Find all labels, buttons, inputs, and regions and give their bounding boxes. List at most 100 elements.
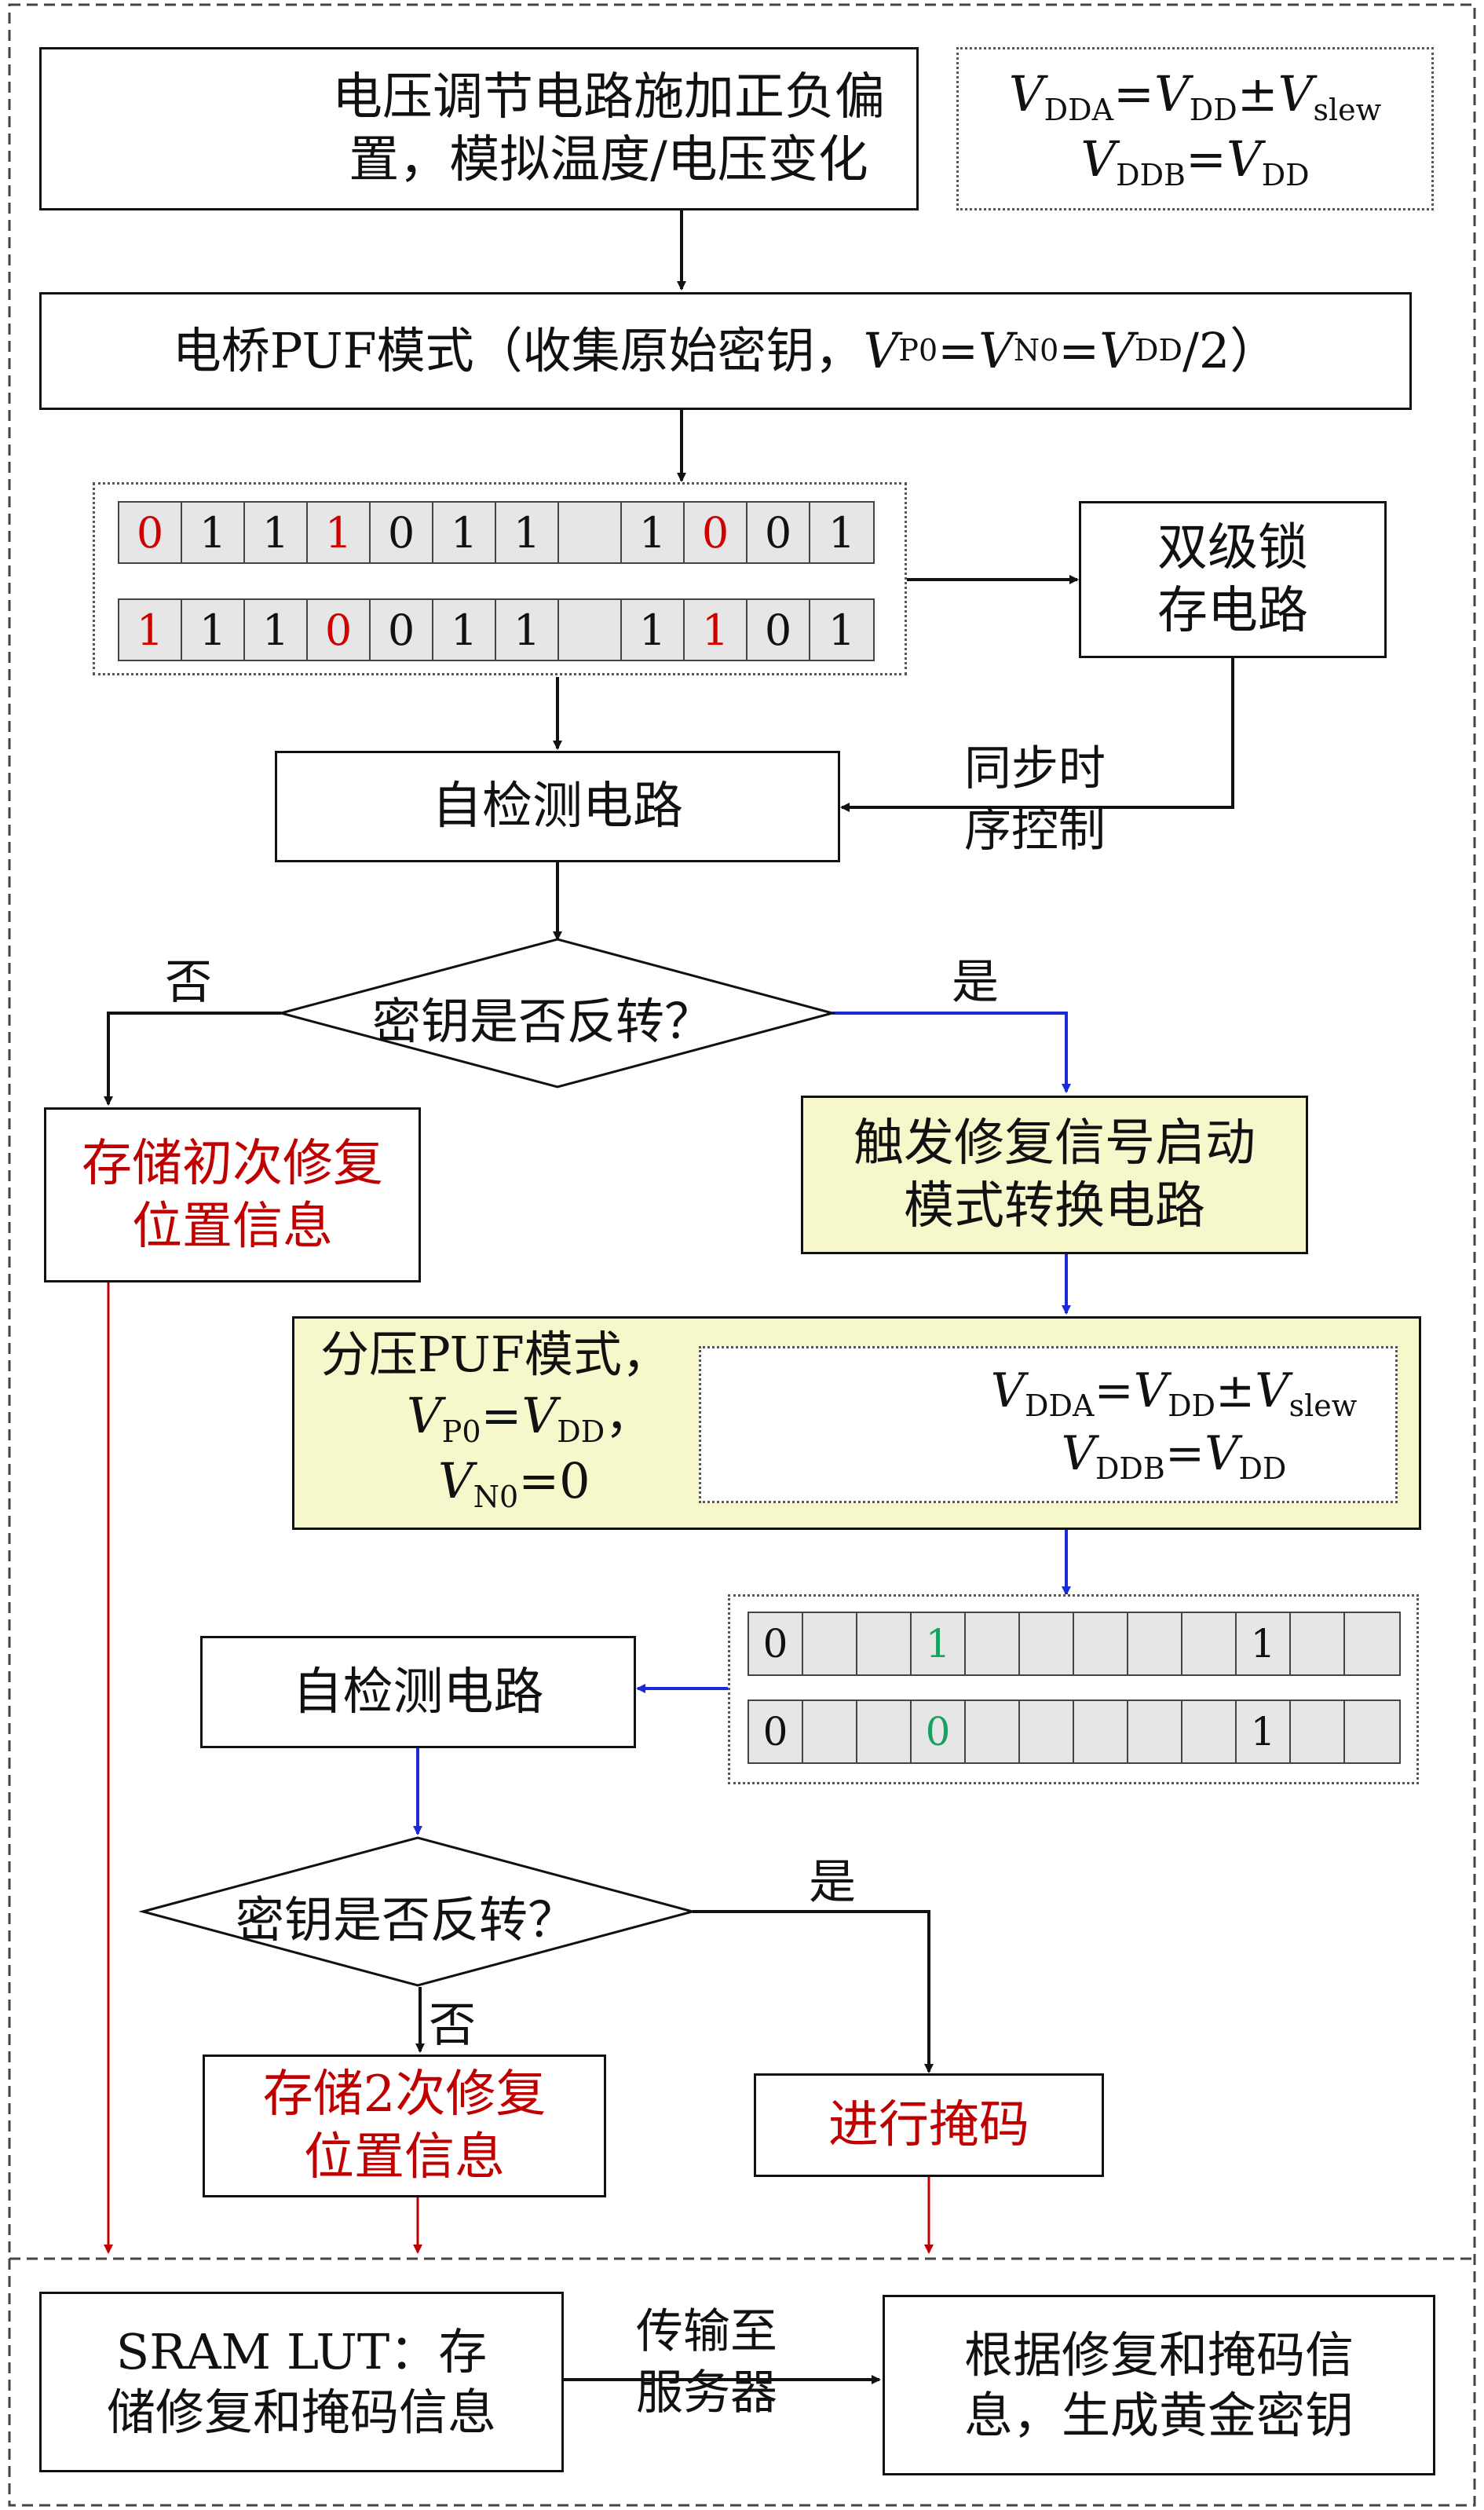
arrow-decision2-yes bbox=[693, 1910, 934, 2073]
vslew-symbol: V bbox=[1255, 1363, 1289, 1418]
bit-cell: 0 bbox=[308, 600, 371, 660]
bit-cell bbox=[1291, 1701, 1345, 1762]
bit-cell: 0 bbox=[749, 1701, 803, 1762]
bit-cell: 1 bbox=[308, 503, 371, 562]
plus-minus: ± bbox=[1215, 1363, 1256, 1418]
store-second-repair-box: 存储2次修复 位置信息 bbox=[203, 2054, 606, 2197]
bit-cell bbox=[803, 1613, 857, 1674]
divider-puf-title: 分压PUF模式， bbox=[320, 1326, 671, 1383]
sync-timing-line2: 序控制 bbox=[964, 803, 1106, 858]
bit-cell bbox=[857, 1613, 912, 1674]
golden-key-line2: 息，生成黄金密钥 bbox=[963, 2387, 1354, 2444]
eq-sign: = bbox=[1185, 130, 1226, 188]
sram-lut-line2: 储修复和掩码信息 bbox=[106, 2384, 496, 2441]
store-first-line1: 存储初次修复 bbox=[82, 1134, 383, 1193]
vdd-symbol: V bbox=[1099, 322, 1135, 380]
vddb-sub: DDB bbox=[1116, 158, 1186, 192]
repair-key-row-1: 0 1 1 bbox=[747, 1612, 1401, 1676]
dual-latch-line1: 双级锁 bbox=[1157, 519, 1308, 577]
golden-key-box: 根据修复和掩码信 息，生成黄金密钥 bbox=[883, 2295, 1435, 2475]
mask-label: 进行掩码 bbox=[828, 2096, 1029, 2154]
vddb-sub: DDB bbox=[1095, 1451, 1165, 1486]
vn-symbol: V bbox=[978, 322, 1014, 380]
vdd-sub: DD bbox=[1168, 1388, 1215, 1423]
dual-latch-box: 双级锁 存电路 bbox=[1079, 501, 1387, 658]
bit-cell bbox=[1020, 1613, 1074, 1674]
bit-cell bbox=[1345, 1613, 1399, 1674]
bit-cell: 0 bbox=[747, 503, 810, 562]
self-check-box-1: 自检测电路 bbox=[275, 751, 840, 862]
store-second-line1: 存储2次修复 bbox=[262, 2065, 546, 2124]
transfer-line1: 传输至 bbox=[636, 2304, 777, 2359]
decision-diamond-1 bbox=[276, 938, 837, 1089]
bit-cell bbox=[1291, 1613, 1345, 1674]
bit-cell bbox=[966, 1701, 1020, 1762]
vslew-symbol: V bbox=[1277, 64, 1314, 123]
bit-cell: 1 bbox=[119, 600, 182, 660]
bit-cell: 1 bbox=[496, 503, 559, 562]
decision-diamond-2 bbox=[138, 1836, 697, 1987]
sync-timing-label: 同步时 序控制 bbox=[964, 738, 1106, 861]
vdda-sub: DDA bbox=[1044, 92, 1114, 127]
bit-cell bbox=[1074, 1613, 1128, 1674]
vdd-sub: DD bbox=[557, 1414, 605, 1449]
comma: ， bbox=[605, 1386, 654, 1444]
bit-cell bbox=[559, 600, 622, 660]
bit-cell: 0 bbox=[912, 1701, 966, 1762]
transfer-line2: 服务器 bbox=[636, 2365, 777, 2420]
golden-key-line1: 根据修复和掩码信 bbox=[963, 2325, 1354, 2384]
bit-cell: 1 bbox=[622, 600, 685, 660]
bit-cell bbox=[1182, 1701, 1237, 1762]
bit-cell bbox=[559, 503, 622, 562]
bit-cell bbox=[1345, 1701, 1399, 1762]
vn-value: =0 bbox=[518, 1452, 590, 1509]
trigger-repair-box: 触发修复信号启动 模式转换电路 bbox=[801, 1096, 1308, 1254]
bit-cell: 1 bbox=[245, 503, 308, 562]
bit-cell: 1 bbox=[182, 600, 245, 660]
voltage-regulation-line1: 电压调节电路施加正负偏 bbox=[332, 68, 885, 126]
vdd-symbol: V bbox=[1133, 1363, 1168, 1418]
bit-cell bbox=[803, 1701, 857, 1762]
store-first-repair-box: 存储初次修复 位置信息 bbox=[44, 1107, 421, 1282]
store-first-line2: 位置信息 bbox=[132, 1197, 333, 1256]
bit-cell: 1 bbox=[433, 503, 496, 562]
bit-cell bbox=[966, 1613, 1020, 1674]
dual-latch-line2: 存电路 bbox=[1157, 582, 1308, 640]
bit-cell bbox=[1128, 1701, 1182, 1762]
eq-sign: = bbox=[938, 322, 979, 380]
voltage-regulation-line2: 置，模拟温度/电压变化 bbox=[349, 131, 868, 189]
eq-sign: = bbox=[1164, 1426, 1205, 1481]
bit-cell: 1 bbox=[245, 600, 308, 660]
vdd-symbol: V bbox=[1226, 130, 1262, 188]
vdd-sub: DD bbox=[1261, 158, 1310, 192]
trigger-line1: 触发修复信号启动 bbox=[853, 1114, 1256, 1173]
bit-cell: 1 bbox=[496, 600, 559, 660]
vp-symbol: V bbox=[407, 1386, 442, 1444]
vslew-sub: slew bbox=[1313, 92, 1382, 127]
arrow-latch-to-selfcheck bbox=[840, 658, 1234, 812]
vslew-sub: slew bbox=[1288, 1388, 1358, 1423]
decision-1-text: 密钥是否反转？ bbox=[372, 993, 714, 1050]
bit-cell: 1 bbox=[622, 503, 685, 562]
bit-cell: 1 bbox=[1237, 1613, 1291, 1674]
bit-cell: 1 bbox=[1237, 1701, 1291, 1762]
decision-2-text: 密钥是否反转？ bbox=[236, 1891, 577, 1948]
plus-minus: ± bbox=[1237, 64, 1278, 123]
bit-cell: 0 bbox=[749, 1613, 803, 1674]
bit-cell: 0 bbox=[371, 600, 433, 660]
bit-cell bbox=[1128, 1613, 1182, 1674]
eq-sign: = bbox=[1094, 1363, 1134, 1418]
eq-sign: = bbox=[1058, 322, 1100, 380]
voltage-regulation-box: 电压调节电路施加正负偏 置，模拟温度/电压变化 bbox=[39, 47, 919, 210]
store-second-line2: 位置信息 bbox=[304, 2128, 505, 2186]
sync-timing-line1: 同步时 bbox=[964, 741, 1106, 796]
bit-cell bbox=[857, 1701, 912, 1762]
vdd-sub: DD bbox=[1135, 333, 1182, 368]
bit-cell: 1 bbox=[810, 600, 873, 660]
eq-sign: = bbox=[481, 1386, 522, 1444]
bit-cell: 1 bbox=[912, 1613, 966, 1674]
mask-box: 进行掩码 bbox=[754, 2073, 1104, 2177]
